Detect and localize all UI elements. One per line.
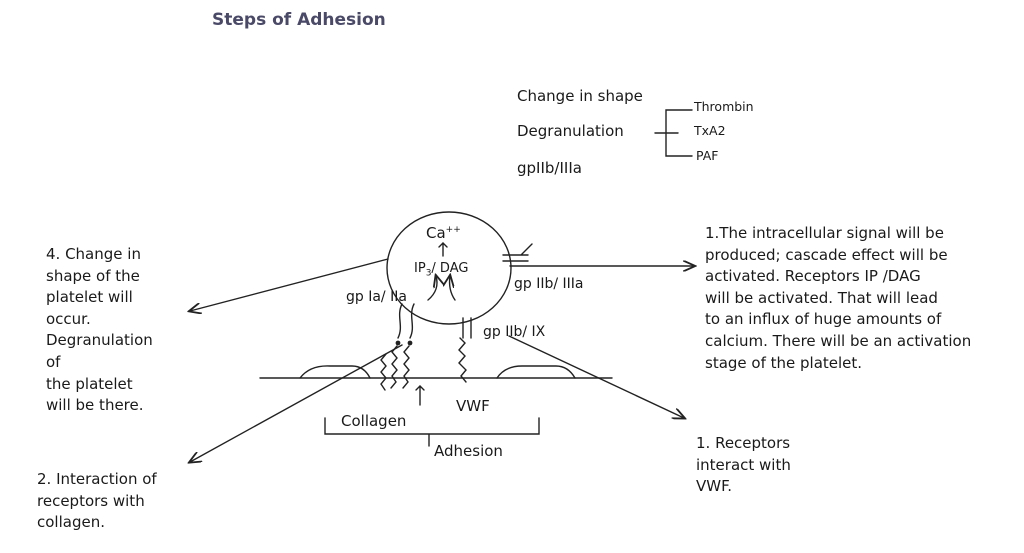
note-line: produced; cascade effect will be: [705, 245, 948, 264]
note-line: occur.: [46, 309, 91, 328]
note-line: will be activated. That will lead: [705, 288, 938, 307]
gp-ia-stalk-2: [409, 303, 415, 339]
ip3-arrow-right: [450, 276, 456, 301]
arrow-to-step1-vwf: [508, 335, 684, 418]
mediator-paf: PAF: [696, 148, 719, 163]
endothelium-right: [496, 365, 576, 379]
mediator-thrombin: Thrombin: [694, 99, 754, 114]
note-line: collagen.: [37, 513, 105, 532]
note-line: shape of the: [46, 266, 140, 285]
collagen-fiber-1: [390, 345, 398, 389]
note-line: calcium. There will be an activation: [705, 331, 972, 350]
ca-arrow: [438, 242, 448, 257]
vwf-strand: [458, 337, 467, 383]
note-line: VWF.: [696, 477, 733, 496]
mediator-bracket: [654, 109, 693, 157]
collagen-fiber-2: [402, 345, 410, 389]
note-line: receptors with: [37, 491, 145, 510]
note-line: platelet will: [46, 288, 133, 307]
note-line: 1.The intracellular signal will be: [705, 224, 944, 242]
page-title: Steps of Adhesion: [212, 10, 386, 30]
degranulation-label: Degranulation: [517, 122, 624, 140]
change-in-shape-label: Change in shape: [517, 87, 643, 105]
arrow-to-step2: [190, 344, 403, 462]
gp-iib-iiia-label: gp IIb/ IIIa: [514, 276, 584, 292]
note-step1-vwf: 1. Receptors interact with VWF.: [696, 433, 791, 498]
gp-ia-stalk-1: [397, 303, 403, 339]
adhesion-label: Adhesion: [434, 442, 503, 460]
adhesion-bracket: [324, 417, 540, 447]
collagen-fiber-3: [380, 353, 387, 391]
vwf-label: VWF: [456, 397, 490, 415]
gp-iib-ix-label: gp IIb/ IX: [483, 324, 546, 340]
collagen-binding-dot-1: [395, 340, 401, 346]
platelet-cell: [386, 211, 512, 325]
note-line: 4. Change in: [46, 245, 141, 263]
note-line: Degranulation: [46, 331, 153, 350]
note-step4-shape: 4. Change in shape of the platelet will …: [46, 244, 153, 417]
ip3-arrow-left: [427, 276, 437, 301]
gp-ia-iia-label: gp Ia/ IIa: [346, 289, 407, 305]
calcium-label: Ca++: [426, 226, 461, 241]
arrow-to-step4: [190, 258, 389, 311]
note-step1-signal: 1.The intracellular signal will be produ…: [705, 223, 971, 374]
note-line: interact with: [696, 455, 791, 474]
collagen-binding-dot-2: [407, 340, 413, 346]
dag-text: / DAG: [431, 261, 469, 276]
note-line: will be there.: [46, 396, 144, 415]
note-line: stage of the platelet.: [705, 353, 863, 372]
ip-subscript: 3: [425, 268, 432, 279]
note-step2-collagen: 2. Interaction of receptors with collage…: [37, 469, 157, 534]
collagen-label: Collagen: [341, 412, 407, 430]
note-line: activated. Receptors IP /DAG: [705, 267, 921, 286]
calcium-charge: ++: [445, 225, 461, 235]
calcium-text: Ca: [426, 224, 446, 242]
gpiib-iiia-label: gpIIb/IIIa: [517, 159, 582, 177]
note-line: of: [46, 352, 61, 371]
collagen-up-arrow: [415, 385, 425, 406]
note-line: 2. Interaction of: [37, 470, 157, 488]
receptor-fork: [502, 243, 533, 262]
note-line: to an influx of huge amounts of: [705, 310, 942, 329]
mediator-txa2: TxA2: [694, 123, 726, 138]
endothelium-left: [299, 365, 371, 379]
note-line: 1. Receptors: [696, 434, 791, 452]
ip3-dag-label: IP3/ DAG: [414, 262, 468, 279]
ip-text: IP: [414, 261, 426, 276]
note-line: the platelet: [46, 374, 133, 393]
